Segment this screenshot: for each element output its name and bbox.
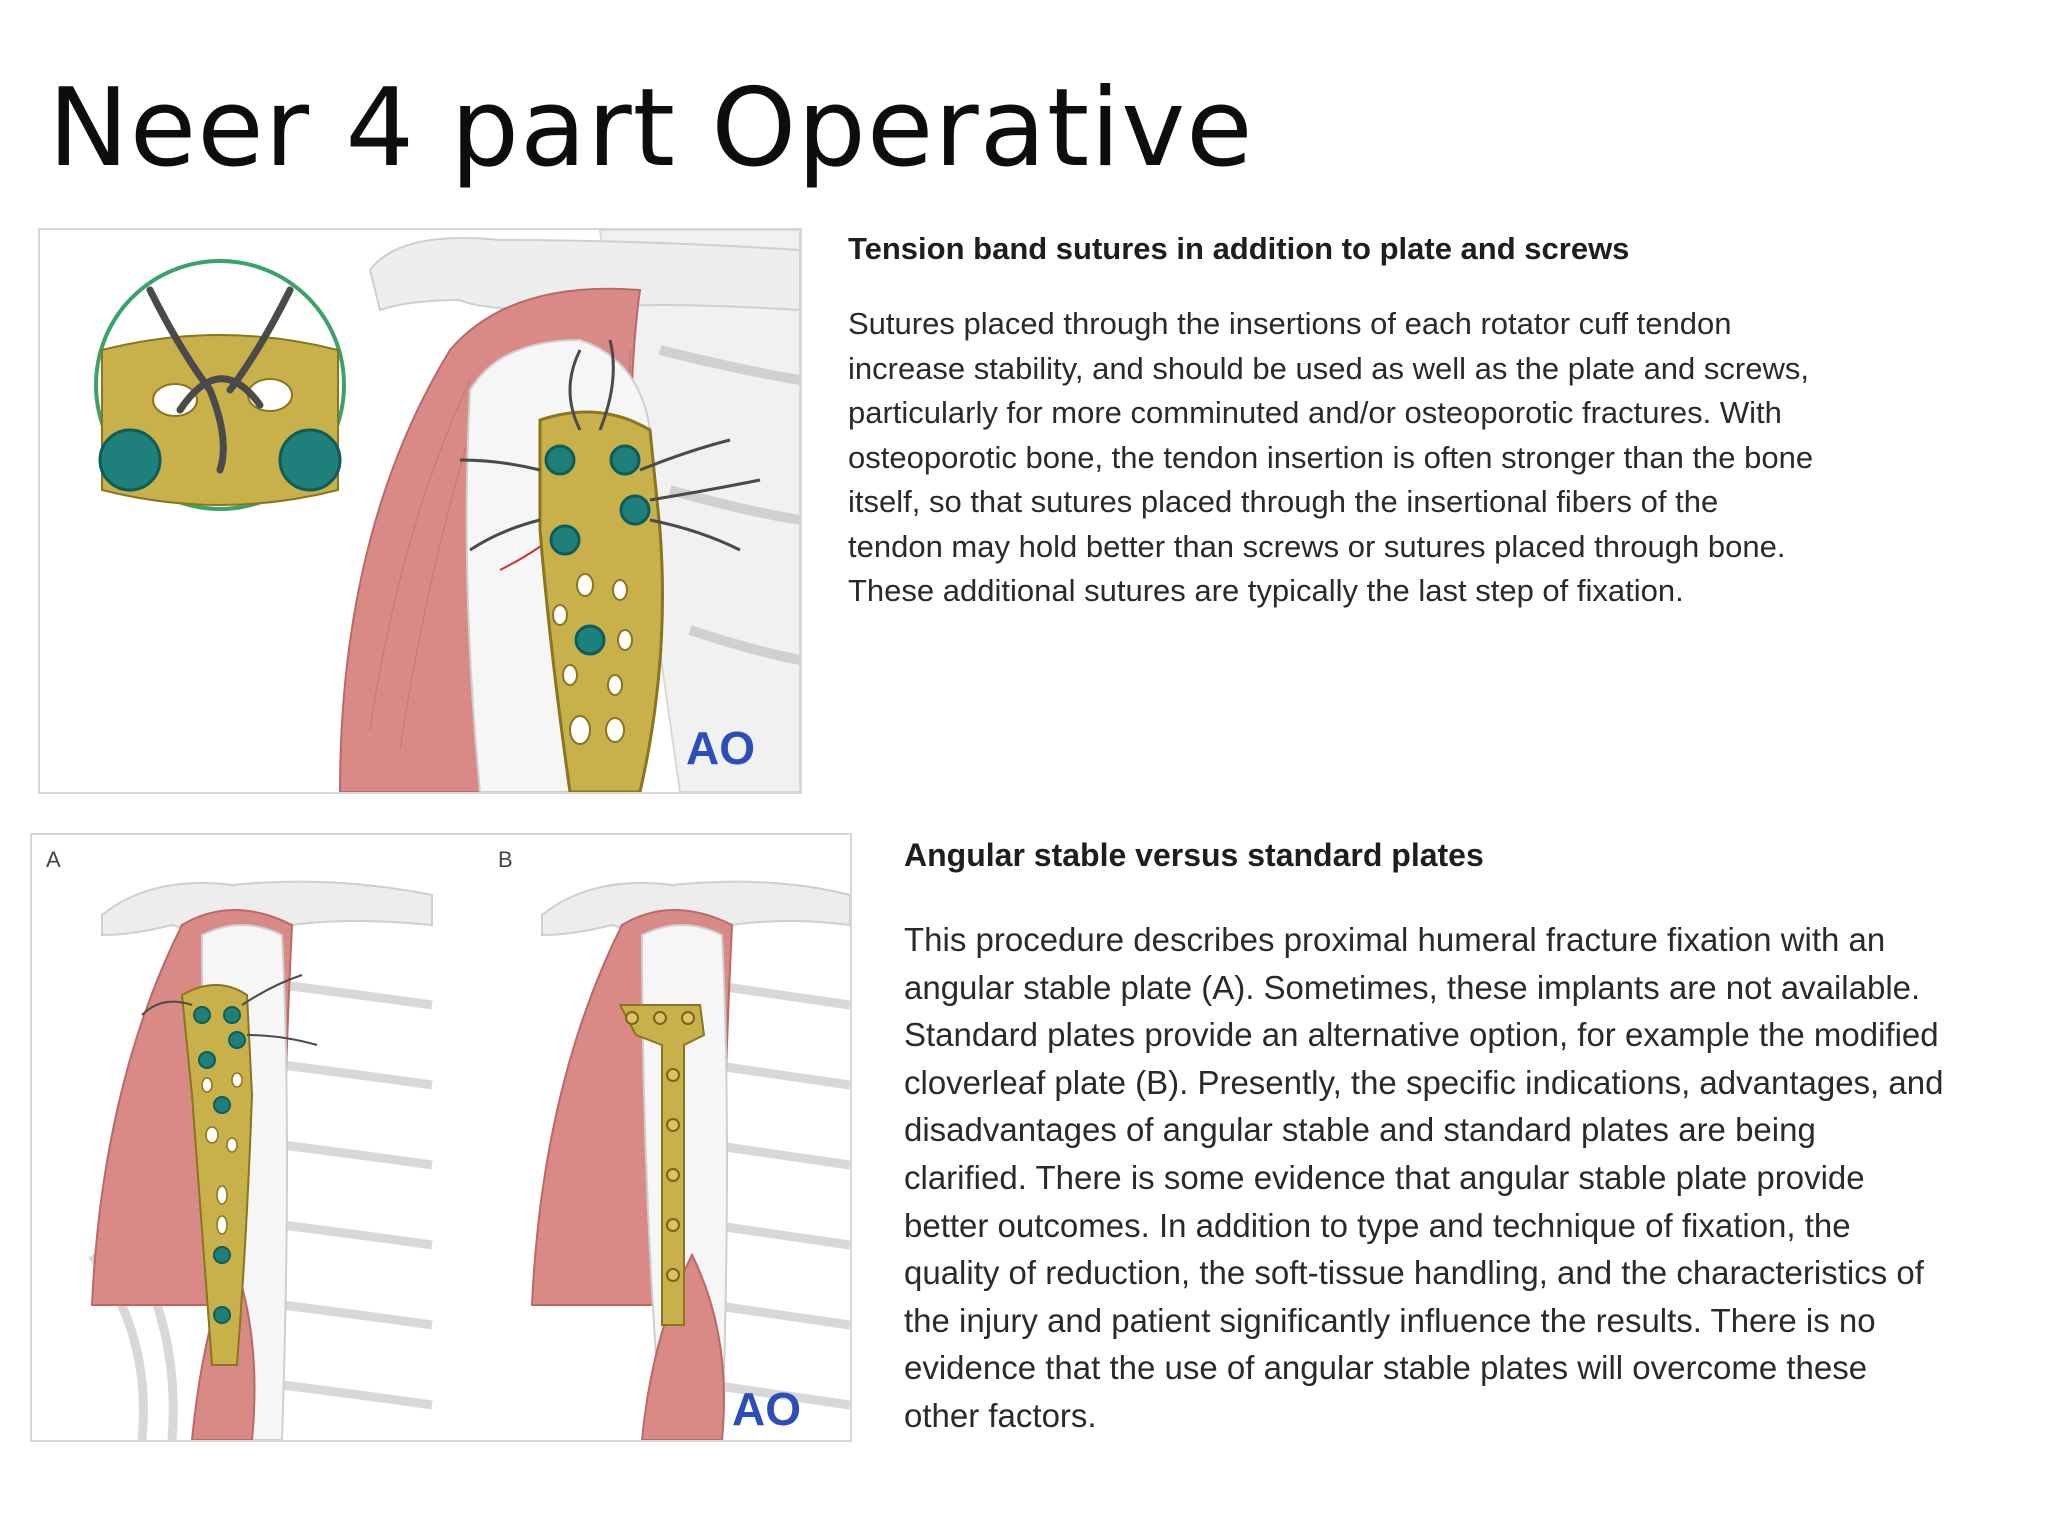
cloverleaf-plate xyxy=(618,1004,706,1326)
figure-tension-band-sutures: AO xyxy=(38,228,802,794)
rib-cage-background xyxy=(598,230,800,792)
panel-a-angular-stable-plate xyxy=(88,880,433,1440)
panel-b-standard-cloverleaf-plate xyxy=(530,880,850,1440)
panel-b-label: B xyxy=(498,847,513,872)
acromion-bone xyxy=(368,237,800,312)
plates-comparison-illustration: A B xyxy=(46,847,850,1440)
ao-logo-2: AO xyxy=(732,1383,801,1435)
slide-title: Neer 4 part Operative xyxy=(48,66,1254,191)
figure-angular-vs-standard-plates: A B xyxy=(30,833,852,1442)
ao-logo: AO xyxy=(686,722,755,774)
tension-band-sutures xyxy=(459,339,761,552)
tension-band-note: These additional sutures are typically t… xyxy=(848,573,1684,608)
section-heading-plates: Angular stable versus standard plates xyxy=(904,837,1484,873)
suture-knot-inset xyxy=(94,259,346,511)
tension-band-paragraph: Sutures placed through the insertions of… xyxy=(848,306,1814,564)
section-body-tension-band: Sutures placed through the insertions of… xyxy=(848,302,1818,614)
tension-band-illustration: AO xyxy=(94,230,800,792)
section-body-plates: This procedure describes proximal humera… xyxy=(904,921,1944,1434)
section-heading-tension-band: Tension band sutures in addition to plat… xyxy=(848,231,1630,266)
panel-a-label: A xyxy=(46,847,61,872)
plate-screws xyxy=(544,444,651,656)
